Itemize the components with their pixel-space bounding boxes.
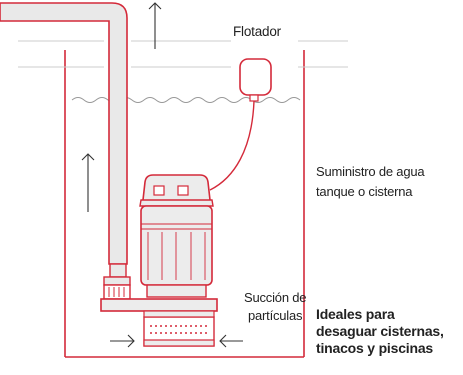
intake-screen-dots — [150, 325, 207, 334]
ideal-uses-line-2: desaguar cisternas, — [316, 323, 444, 339]
float-label: Flotador — [233, 24, 281, 39]
up-arrow-top-icon — [148, 2, 162, 49]
ideal-uses-line-3: tinacos y piscinas — [316, 340, 434, 356]
flow-arrows — [81, 2, 243, 348]
supply-label-line-1: Suministro de agua — [316, 164, 425, 179]
submersible-pump-icon — [100, 174, 218, 347]
water-surface-wave — [71, 97, 301, 103]
ground-level-lines — [18, 40, 348, 68]
particles-label-line-2: partículas — [247, 308, 303, 323]
supply-label-line-2: tanque o cisterna — [316, 184, 413, 199]
left-arrow-icon — [219, 334, 243, 348]
up-arrow-side-icon — [81, 153, 95, 212]
discharge-pipe-icon — [0, 2, 131, 300]
supply-label: Suministro de agua tanque o cisterna — [316, 162, 425, 202]
float-switch-icon — [209, 58, 272, 191]
particles-label: Succión de partículas — [244, 289, 307, 325]
particles-label-line-1: Succión de — [244, 290, 307, 305]
right-arrow-icon — [110, 334, 135, 348]
tank-outline — [64, 50, 305, 358]
ideal-uses-label: Ideales para desaguar cisternas, tinacos… — [316, 306, 444, 357]
ideal-uses-line-1: Ideales para — [316, 306, 395, 322]
